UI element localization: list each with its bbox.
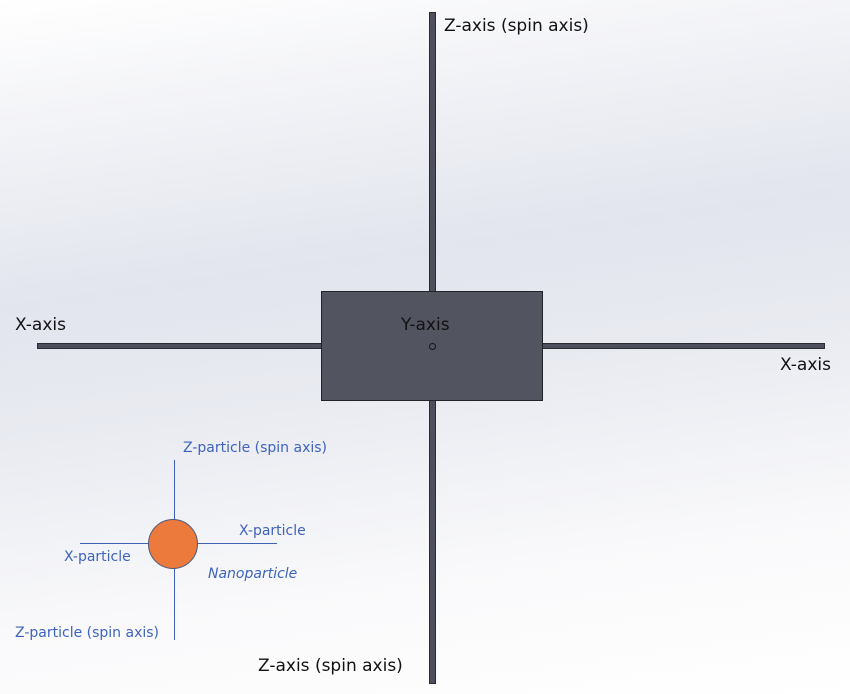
z-axis-label-bottom: Z-axis (spin axis) xyxy=(258,656,403,676)
particle-z-label-top: Z-particle (spin axis) xyxy=(183,440,328,456)
z-axis-label-top: Z-axis (spin axis) xyxy=(444,16,589,36)
particle-z-label-bottom: Z-particle (spin axis) xyxy=(15,625,160,641)
nanoparticle xyxy=(148,519,198,569)
nanoparticle-label: Nanoparticle xyxy=(208,566,298,582)
x-axis-label-right: X-axis xyxy=(780,355,831,375)
y-axis-marker xyxy=(429,343,436,350)
y-axis-label: Y-axis xyxy=(401,315,450,335)
particle-x-label-right: X-particle xyxy=(239,523,306,539)
particle-x-label-left: X-particle xyxy=(64,549,131,565)
x-axis-label-left: X-axis xyxy=(15,315,66,335)
x-axis-bar-left xyxy=(37,343,325,349)
x-axis-bar-right xyxy=(540,343,825,349)
